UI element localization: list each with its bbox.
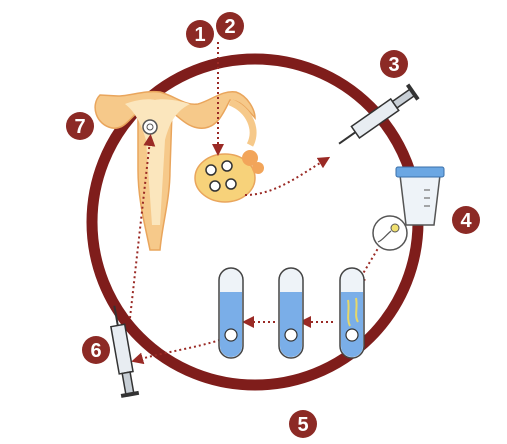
svg-text:4: 4 [460, 210, 472, 232]
syringe-icon [110, 305, 140, 398]
step-badge-5: 5 [289, 410, 317, 438]
svg-text:6: 6 [90, 340, 101, 362]
test-tube-icon [339, 267, 365, 359]
specimen-cup-icon [395, 166, 445, 226]
arrow-tube1-to-syringe [131, 339, 221, 365]
svg-text:2: 2 [224, 16, 235, 38]
svg-text:5: 5 [297, 414, 308, 436]
ovary-icon [194, 98, 264, 203]
syringe-icon [338, 83, 420, 145]
step-badge-3: 3 [380, 50, 408, 78]
test-tube-icon [278, 267, 304, 359]
test-tube-icon [218, 267, 244, 359]
svg-text:7: 7 [74, 116, 85, 138]
svg-text:1: 1 [194, 24, 205, 46]
step-badge-6: 6 [82, 336, 110, 364]
step-badge-7: 7 [66, 112, 94, 140]
svg-text:3: 3 [388, 54, 399, 76]
step-badge-2: 2 [216, 12, 244, 40]
step-badge-4: 4 [452, 206, 480, 234]
step-badge-1: 1 [186, 20, 214, 48]
magnifier-icon [372, 215, 408, 251]
uterus-icon [94, 90, 256, 251]
